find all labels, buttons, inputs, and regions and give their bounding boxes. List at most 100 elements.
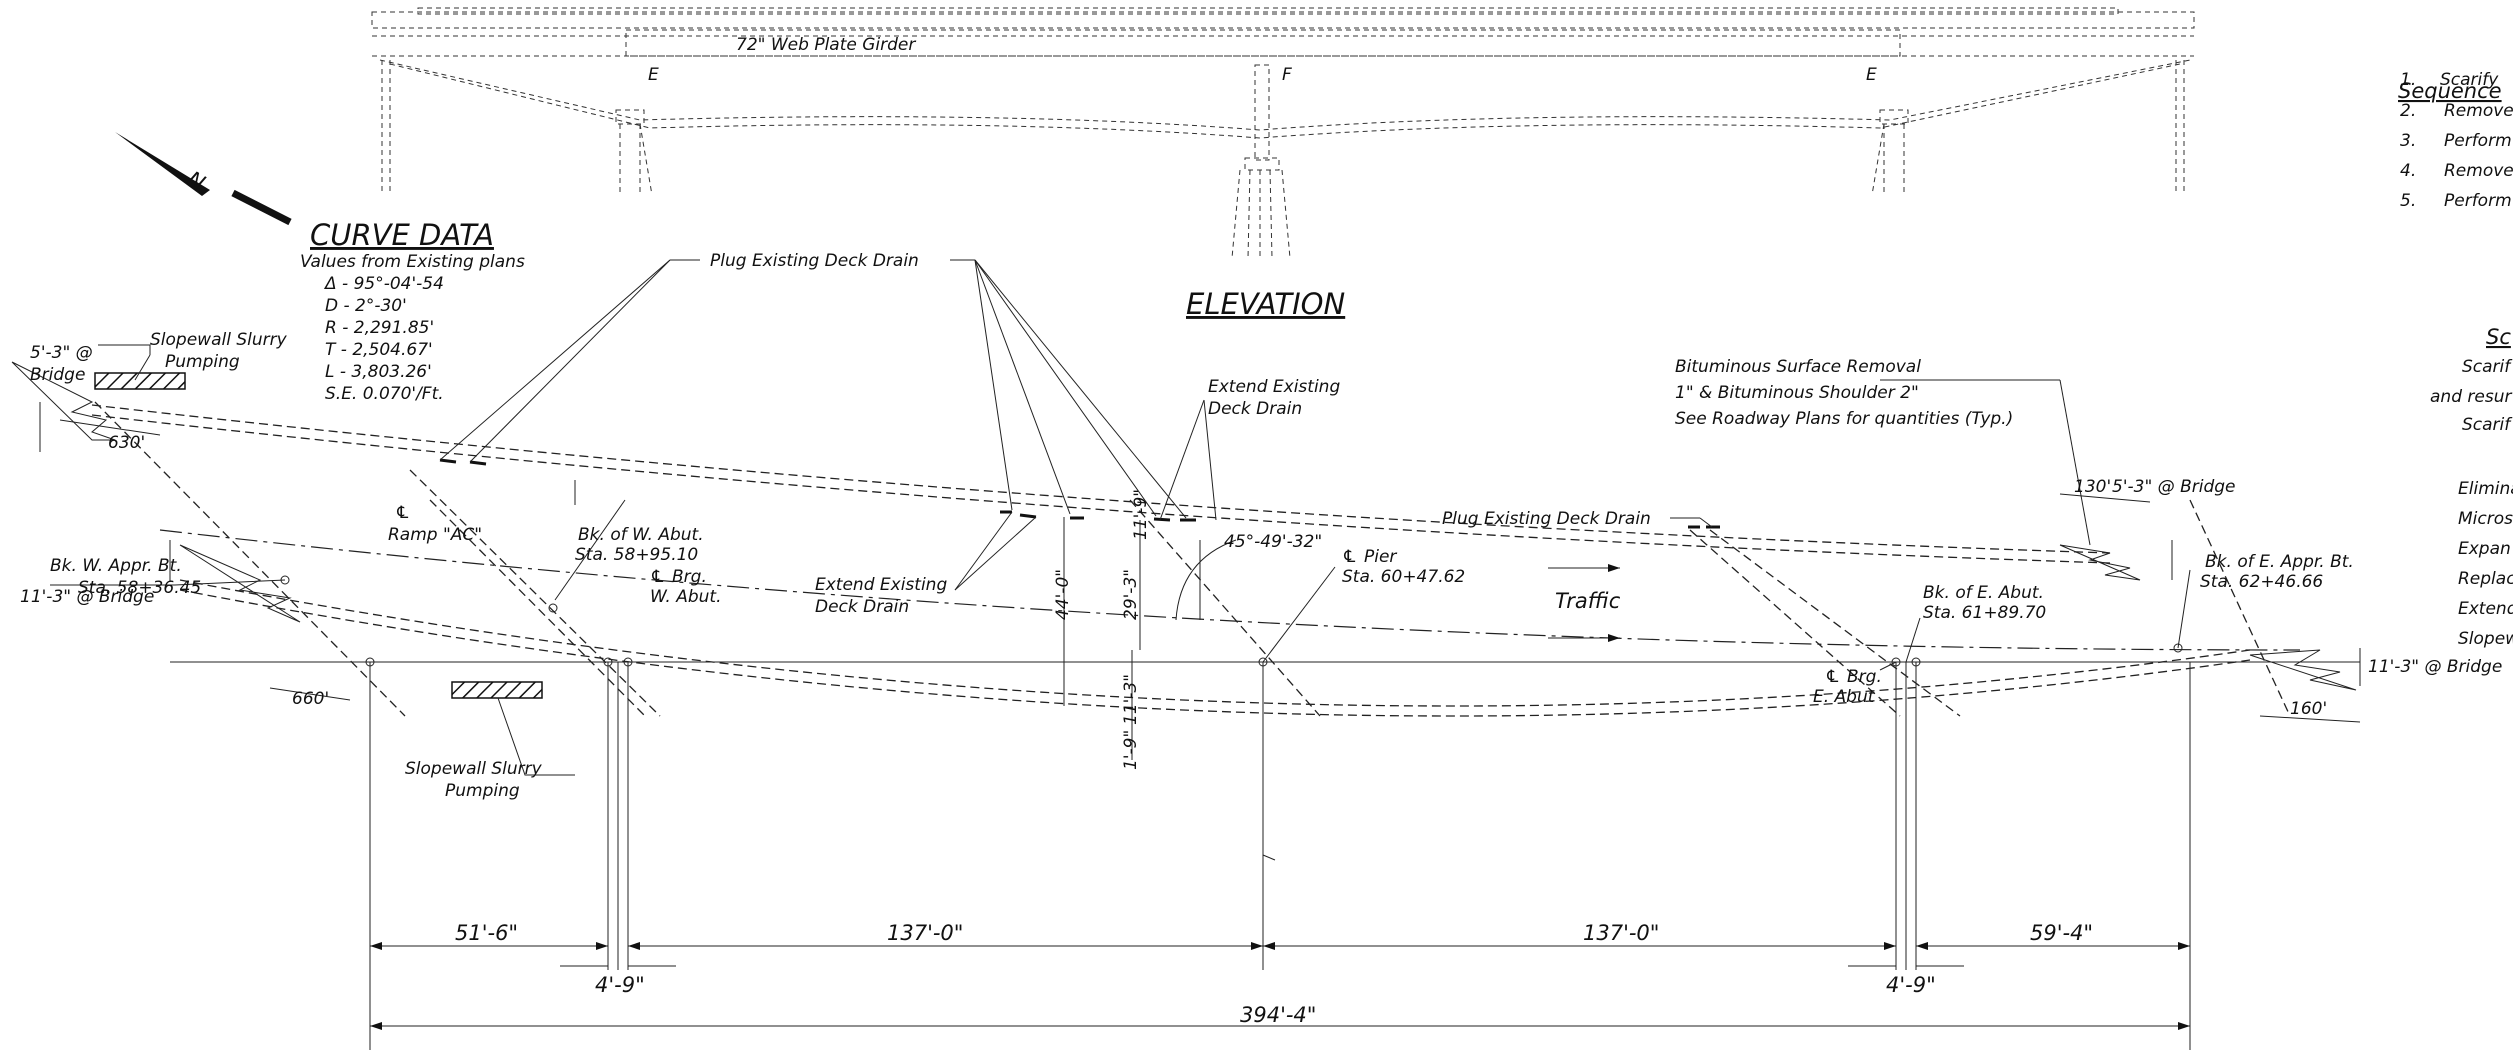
bk-w-abut-1: Bk. of W. Abut. — [578, 525, 704, 545]
extend-drain-top-1: Extend Existing — [1208, 377, 1340, 397]
bearing-f: F — [1282, 65, 1292, 85]
bridge-113-left: 11'-3" @ Bridge — [20, 587, 154, 607]
bk-e-appr-2: Sta. 62+46.66 — [2200, 572, 2323, 592]
curve-delta: Δ - 95°-04'-54 — [323, 274, 444, 294]
brg-w-abut-sym: ℄ — [650, 567, 665, 587]
deck-railing — [417, 7, 2119, 15]
schedule-line-7: Extend — [2458, 599, 2513, 619]
extend-drain-left-2: Deck Drain — [815, 597, 909, 617]
dim-130: 130' — [2074, 477, 2111, 497]
deck-slab — [371, 11, 2195, 29]
brg-e-abut-sym: ℄ — [1825, 667, 1840, 687]
brg-e-abut-1: Brg. — [1847, 667, 1882, 687]
seq-3-num: 3. — [2400, 131, 2416, 151]
dim-29-3: 29'-3" — [1121, 569, 1141, 620]
sequence-title: Sequence — [2398, 79, 2502, 103]
slopewall-top-1: Slopewall Slurry — [150, 330, 288, 350]
sequence-notes: Sequence — [2398, 79, 2502, 103]
north-arrow: N — [115, 132, 292, 226]
dim-1-9: 1'-9" — [1121, 730, 1141, 770]
pier-column — [1254, 64, 1270, 161]
w-approach-line — [94, 401, 406, 717]
bridge-53-left-2: Bridge — [30, 365, 85, 385]
curve-data-subtitle: Values from Existing plans — [300, 252, 525, 272]
deck-edge-north — [91, 404, 2111, 554]
sequence-numbers: 1. — [2400, 70, 2416, 90]
bridge-53-left-1: 5'-3" @ — [30, 343, 93, 363]
sequence-lines: Scarify 2. Remove 3. Perform 4. Remove 5… — [2400, 70, 2513, 211]
pier-2: Sta. 60+47.62 — [1342, 567, 1465, 587]
curve-l: L - 3,803.26' — [325, 362, 432, 382]
north-arrow-icon — [115, 132, 210, 196]
plug-drain-label: Plug Existing Deck Drain — [710, 251, 919, 271]
girder-box — [625, 29, 1901, 57]
schedule-line-0: Scarif — [2462, 357, 2513, 377]
schedule-notes: Sc Scarif and resur Scarif Elimina Micro… — [2430, 325, 2513, 649]
seq-4-text: Remove — [2444, 161, 2513, 181]
dim-11-9: 11'-9" — [1131, 489, 1151, 540]
dim-137-0-right: 137'-0" — [1583, 921, 1659, 945]
slopewall-bottom-1: Slopewall Slurry — [405, 759, 543, 779]
dimension-string: 51'-6" 137'-0" 137'-0" 59'-4" 4'-9" 4'-9… — [370, 854, 2190, 1030]
curve-t: T - 2,504.67' — [325, 340, 433, 360]
extend-drain-left-1: Extend Existing — [815, 575, 947, 595]
dim-44-0: 44'-0" — [1053, 569, 1073, 620]
ramp-label: Ramp "AC" — [388, 525, 482, 545]
plan-view: Plug Existing Deck Drain Plug Existing D… — [11, 251, 2502, 1050]
schedule-line-3: Elimina — [2458, 479, 2513, 499]
schedule-line-2: Scarif — [2462, 415, 2513, 435]
elevation-view: 72" Web Plate Girder E F E ELEVATION — [371, 7, 2195, 321]
bk-e-abut-1: Bk. of E. Abut. — [1923, 583, 2044, 603]
pier-1: Pier — [1364, 547, 1397, 567]
curve-data-title: CURVE DATA — [310, 218, 494, 252]
bituminous-3: See Roadway Plans for quantities (Typ.) — [1675, 409, 2013, 429]
bk-w-appr-1: Bk. W. Appr. Bt. — [50, 556, 182, 576]
seq-4-num: 4. — [2400, 161, 2416, 181]
curve-data-block: CURVE DATA Values from Existing plans Δ … — [300, 218, 525, 404]
seq-3-text: Perform — [2444, 131, 2512, 151]
slopewall-bottom-2: Pumping — [445, 781, 520, 801]
schedule-line-6: Replac — [2458, 569, 2513, 589]
brg-w-abut-1: Brg. — [672, 567, 707, 587]
deck-edge-south — [179, 579, 2251, 707]
bridge-113-right: 11'-3" @ Bridge — [2368, 657, 2502, 677]
dim-59-4: 59'-4" — [2030, 921, 2093, 945]
slopewall-box-bottom — [451, 681, 543, 699]
dim-160: 160' — [2290, 699, 2327, 719]
slopewall-box-top — [94, 372, 186, 390]
bituminous-2: 1" & Bituminous Shoulder 2" — [1675, 383, 1919, 403]
dim-394-4: 394'-4" — [1240, 1003, 1316, 1027]
schedule-line-4: Micros — [2458, 509, 2513, 529]
bituminous-1: Bituminous Surface Removal — [1675, 357, 1921, 377]
dim-630: 630' — [108, 433, 145, 453]
traffic-label: Traffic — [1555, 589, 1621, 613]
bk-w-abut-2: Sta. 58+95.10 — [575, 545, 698, 565]
seq-5-text: Perform — [2444, 191, 2512, 211]
dim-660: 660' — [292, 689, 329, 709]
brg-e-abut-2: E. Abut — [1813, 687, 1876, 707]
schedule-title: Sc — [2486, 325, 2511, 349]
ramp-symbol: ℄ — [395, 503, 410, 523]
angle-label: 45°-49'-32" — [1224, 532, 1322, 552]
seq-1-num: 1. — [2400, 70, 2416, 90]
extend-drain-top-2: Deck Drain — [1208, 399, 1302, 419]
seq-2-num: 2. — [2400, 101, 2416, 121]
girder-label: 72" Web Plate Girder — [736, 35, 916, 55]
curve-se: S.E. 0.070'/Ft. — [325, 384, 444, 404]
seq-1-text: Scarify — [2440, 70, 2499, 90]
curve-d: D - 2°-30' — [325, 296, 407, 316]
dim-4-9-left: 4'-9" — [595, 973, 645, 997]
elevation-title: ELEVATION — [1186, 287, 1345, 321]
plug-drain-label-right: Plug Existing Deck Drain — [1442, 509, 1651, 529]
dim-51-6: 51'-6" — [455, 921, 518, 945]
bearing-e-left: E — [648, 65, 659, 85]
brg-w-abut-2: W. Abut. — [650, 587, 722, 607]
schedule-line-1: and resur — [2430, 387, 2512, 407]
bk-e-appr-1: Bk. of E. Appr. Bt. — [2205, 552, 2354, 572]
schedule-line-5: Expan — [2458, 539, 2511, 559]
bearing-e-right: E — [1866, 65, 1877, 85]
schedule-line-8: Slopew — [2458, 629, 2513, 649]
curve-r: R - 2,291.85' — [325, 318, 434, 338]
dim-11-3: 11'-3" — [1121, 674, 1141, 725]
